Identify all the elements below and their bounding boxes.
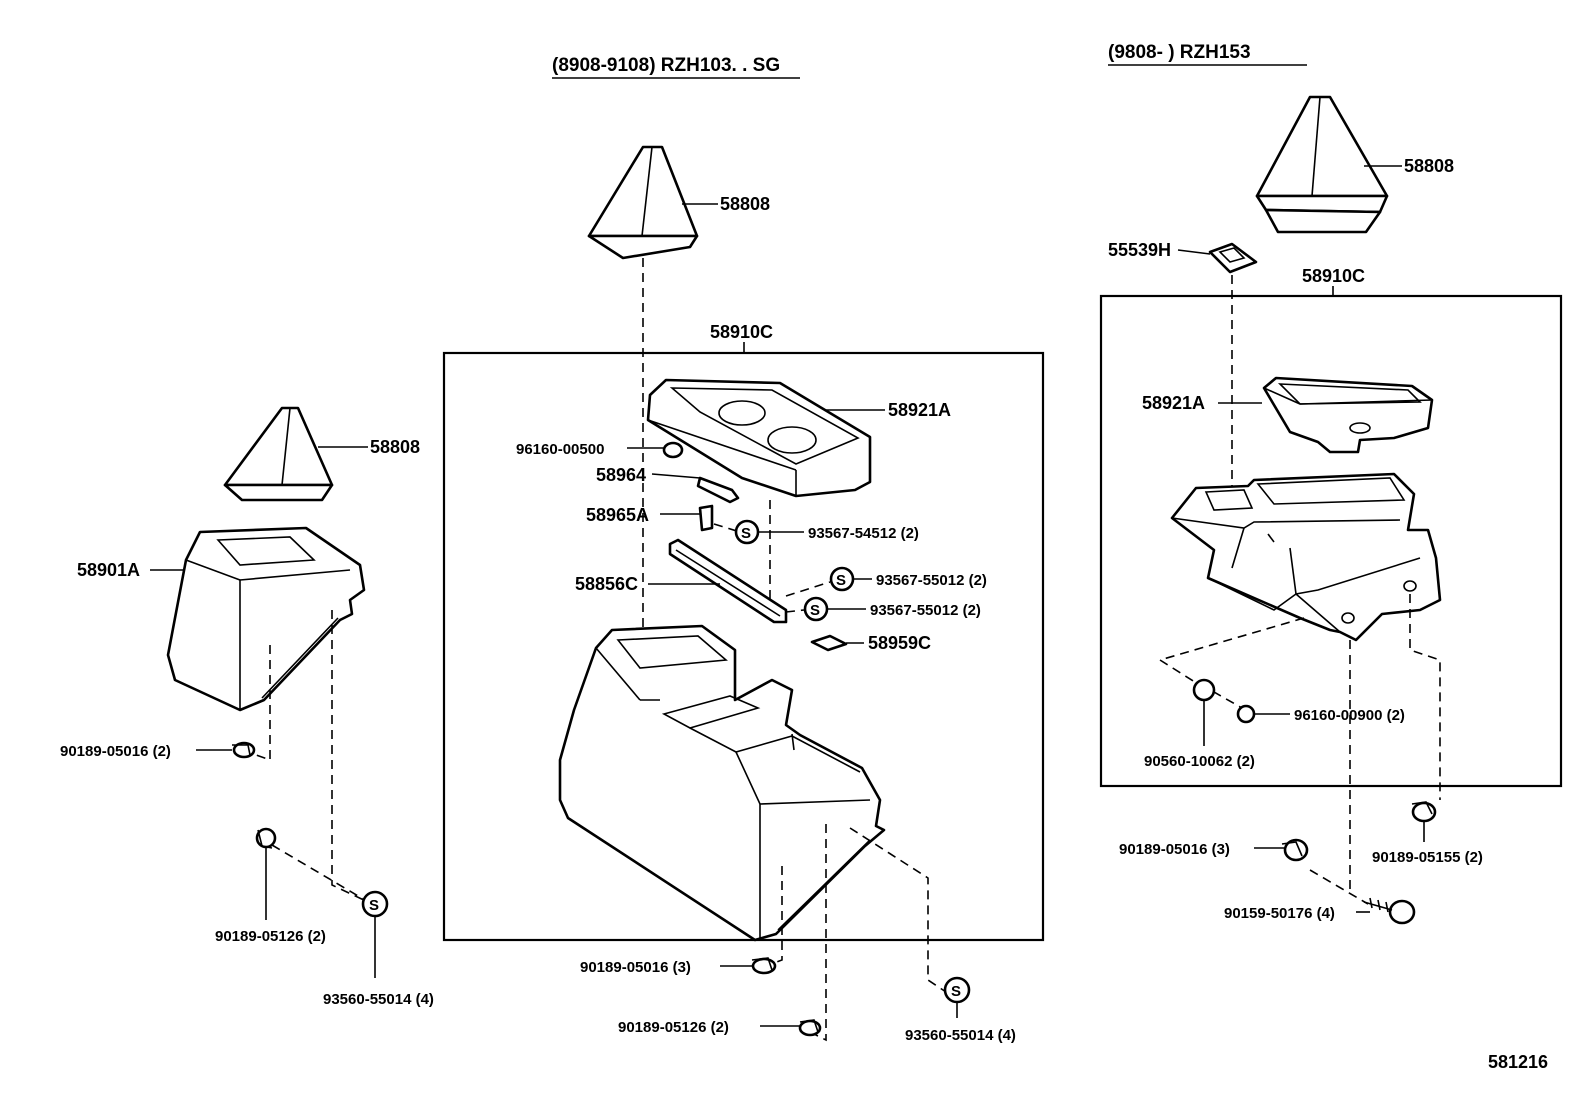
center-console-body <box>558 624 886 942</box>
right-clip-90189-05016 <box>1281 838 1309 862</box>
label-left-93560-55014: 93560-55014 (4) <box>323 991 434 1008</box>
left-shift-boot <box>223 406 334 502</box>
label-left-90189-05016: 90189-05016 (2) <box>60 743 171 760</box>
left-s-screw-icon: S <box>361 890 389 918</box>
label-center-58856C: 58856C <box>575 574 638 594</box>
svg-text:S: S <box>369 897 379 914</box>
left-assembly: 58808 58901A 90189-05016 (2) 90189 <box>60 406 434 1008</box>
right-tray <box>1262 376 1434 454</box>
right-group-frame <box>1099 294 1563 788</box>
center-nut-96160-00500 <box>662 441 684 459</box>
center-shift-boot <box>587 145 699 260</box>
center-plate-58959C <box>810 634 848 652</box>
right-screw-90159-50176 <box>1363 897 1416 925</box>
label-right-58910C: 58910C <box>1302 266 1365 286</box>
right-washer-90560-10062 <box>1192 678 1216 702</box>
label-right-90189-05155: 90189-05155 (2) <box>1372 849 1483 866</box>
center-assembly: 58808 58910C 58921A 96160-00500 58964 <box>442 145 1045 1044</box>
right-assembly: 58808 55539H 58910C 58921A <box>1099 95 1563 925</box>
label-center-90189-05126: 90189-05126 (2) <box>618 1019 729 1036</box>
label-right-90159-50176: 90159-50176 (4) <box>1224 905 1335 922</box>
center-clip-90189-05126 <box>798 1019 822 1037</box>
label-center-58964: 58964 <box>596 465 646 485</box>
right-clip-90189-05155 <box>1411 801 1437 823</box>
label-left-58808: 58808 <box>370 437 420 457</box>
label-center-93560-55014: 93560-55014 (4) <box>905 1027 1016 1044</box>
figure-code: 581216 <box>1488 1052 1548 1072</box>
label-right-55539H: 55539H <box>1108 240 1171 260</box>
svg-text:S: S <box>741 525 751 542</box>
left-console <box>166 526 366 712</box>
label-center-58808: 58808 <box>720 194 770 214</box>
center-s-screw-55014-icon: S <box>943 976 971 1004</box>
right-shift-boot <box>1255 95 1389 234</box>
center-bracket-58856C <box>668 538 788 624</box>
label-right-58921A: 58921A <box>1142 393 1205 413</box>
center-s-screw-55012-a-icon: S <box>829 566 855 592</box>
center-s-screw-54512-icon: S <box>734 519 760 545</box>
svg-text:S: S <box>836 572 846 589</box>
label-center-58965A: 58965A <box>586 505 649 525</box>
center-clip-90189-05016 <box>751 957 777 975</box>
label-center-58910C: 58910C <box>710 322 773 342</box>
svg-text:S: S <box>810 602 820 619</box>
header-right: (9808- ) RZH153 <box>1108 42 1251 63</box>
label-center-58959C: 58959C <box>868 633 931 653</box>
center-spring-58964 <box>696 476 740 504</box>
label-center-93567-54512: 93567-54512 (2) <box>808 525 919 542</box>
header-center: (8908-9108) RZH103. . SG <box>552 55 780 76</box>
label-right-58808: 58808 <box>1404 156 1454 176</box>
left-clip-90189-05016 <box>232 741 256 759</box>
center-s-screw-55012-b-icon: S <box>803 596 829 622</box>
label-left-58901A: 58901A <box>77 560 140 580</box>
center-clip-58965A <box>698 504 714 532</box>
right-bezel-55539H <box>1208 242 1258 274</box>
label-right-90189-05016: 90189-05016 (3) <box>1119 841 1230 858</box>
right-nut-96160-00900 <box>1236 704 1256 724</box>
label-center-90189-05016: 90189-05016 (3) <box>580 959 691 976</box>
left-clip-90189-05126 <box>255 827 277 849</box>
label-center-58921A: 58921A <box>888 400 951 420</box>
center-top-tray <box>646 378 872 498</box>
label-center-93567-55012-b: 93567-55012 (2) <box>870 602 981 619</box>
label-center-96160-00500: 96160-00500 <box>516 441 604 458</box>
svg-text:S: S <box>951 983 961 1000</box>
right-console-body <box>1170 472 1442 642</box>
label-left-90189-05126: 90189-05126 (2) <box>215 928 326 945</box>
label-center-93567-55012-a: 93567-55012 (2) <box>876 572 987 589</box>
label-right-90560-10062: 90560-10062 (2) <box>1144 753 1255 770</box>
